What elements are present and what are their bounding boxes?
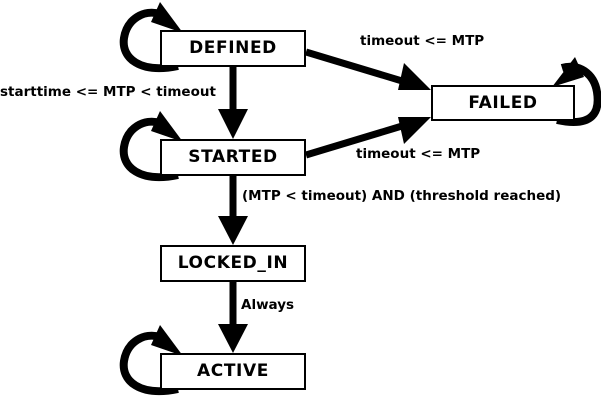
state-label-defined: DEFINED xyxy=(189,38,277,58)
edge-label-starttime-mtp-timeout: starttime <= MTP < timeout xyxy=(0,84,216,100)
state-node-defined[interactable]: DEFINED xyxy=(160,30,306,67)
edge-label-started-to-locked-in: (MTP < timeout) AND (threshold reached) xyxy=(242,188,562,204)
edge-label-defined-to-failed: timeout <= MTP xyxy=(360,33,485,49)
state-label-failed: FAILED xyxy=(468,92,538,113)
edge-started-to-failed xyxy=(304,117,431,159)
edge-failed-self-loop xyxy=(552,57,601,126)
edge-started-self-loop xyxy=(119,111,183,182)
state-label-started: STARTED xyxy=(188,147,278,167)
edge-label-started-to-failed: timeout <= MTP xyxy=(356,146,481,162)
state-label-locked-in: LOCKED_IN xyxy=(177,253,289,273)
edge-defined-self-loop xyxy=(119,2,183,73)
edge-defined-to-failed xyxy=(304,48,431,90)
edge-started-to-locked-in xyxy=(218,176,248,245)
state-node-failed[interactable]: FAILED xyxy=(431,85,575,121)
state-node-active[interactable]: ACTIVE xyxy=(160,353,306,390)
edge-label-locked-in-to-active: Always xyxy=(241,297,295,313)
state-node-locked-in[interactable]: LOCKED_IN xyxy=(160,245,306,282)
state-node-started[interactable]: STARTED xyxy=(160,139,306,176)
state-label-active: ACTIVE xyxy=(197,361,269,381)
edge-active-self-loop xyxy=(119,325,183,396)
edge-defined-to-started xyxy=(218,67,248,139)
edge-locked-in-to-active xyxy=(218,282,248,353)
